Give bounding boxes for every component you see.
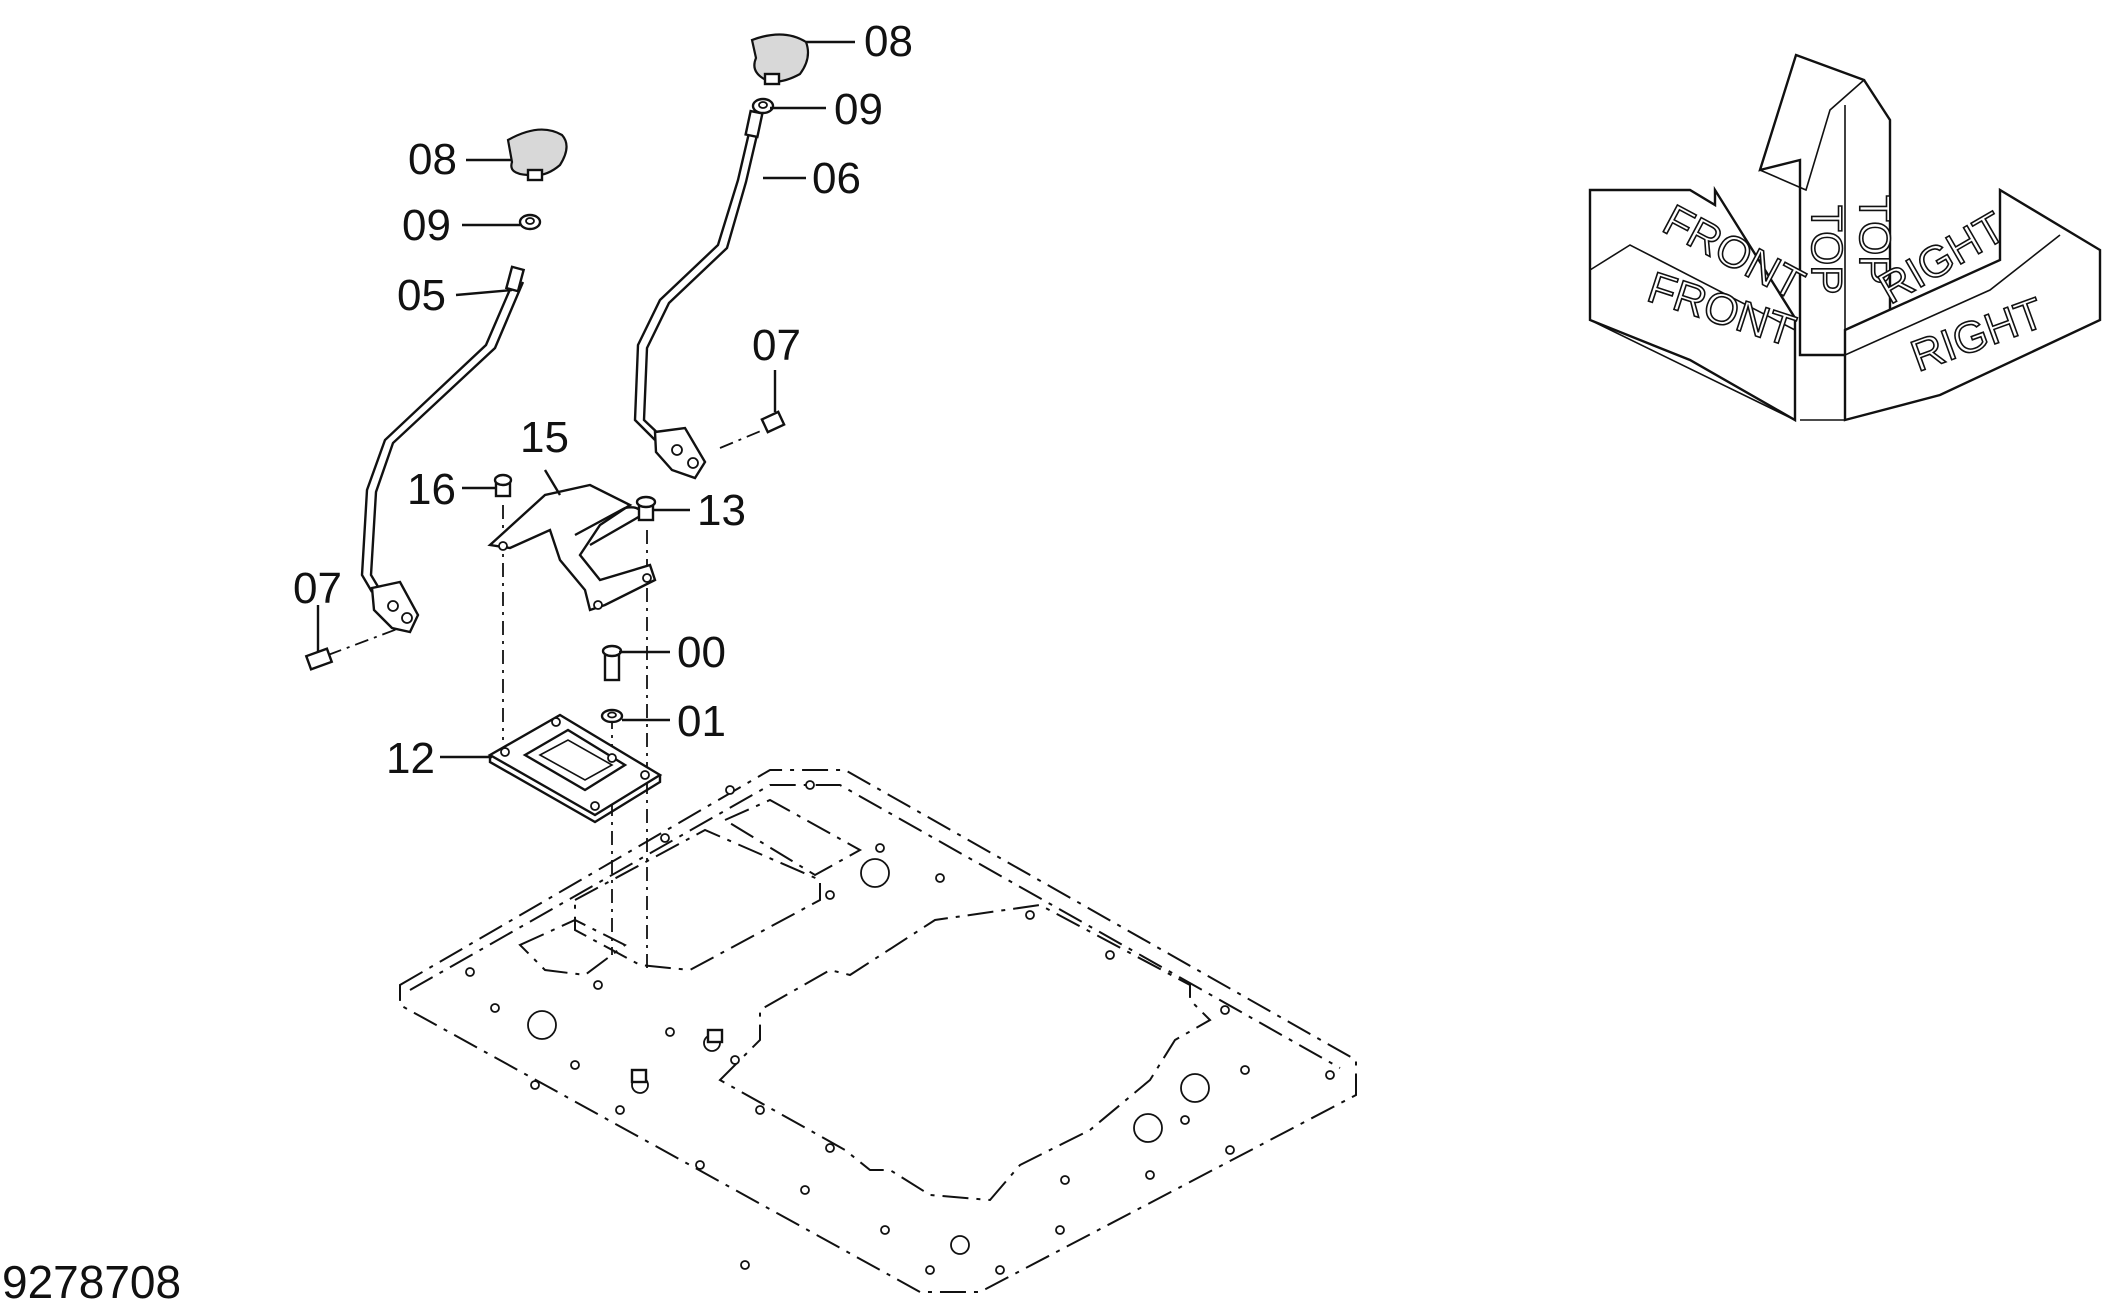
callout-12: 12: [386, 734, 435, 783]
bolt-07-right: [760, 410, 786, 434]
knob-08-left: [506, 128, 568, 182]
callout-01: 01: [677, 697, 726, 746]
mounting-holes: [465, 780, 1335, 1275]
plate-12: [487, 713, 663, 824]
bolt-07-left: [304, 647, 334, 671]
callout-06: 06: [812, 154, 861, 203]
floor-plate: [399, 769, 1357, 1293]
drawing-number: 9278708: [2, 1256, 181, 1308]
callouts: 08 09 05 07 08 09 06 07 15 16 13 00 01 1…: [293, 17, 913, 783]
orientation-top-label-2: TOP: [1850, 195, 1899, 285]
callout-00: 00: [677, 628, 726, 677]
washer-09-left: [518, 213, 542, 231]
callout-09-right: 09: [834, 85, 883, 134]
lever-05: [360, 265, 526, 634]
bolt-00: [601, 644, 623, 682]
washer-01: [600, 708, 624, 724]
leader-lines: [316, 40, 855, 759]
callout-07-left: 07: [293, 564, 342, 613]
knob-08-right: [750, 33, 810, 86]
bolt-13: [635, 495, 657, 522]
callout-15: 15: [520, 413, 569, 462]
callout-16: 16: [407, 465, 456, 514]
callout-05: 05: [397, 271, 446, 320]
lever-06: [633, 109, 764, 480]
callout-09-left: 09: [402, 201, 451, 250]
callout-08-left: 08: [408, 135, 457, 184]
bolt-16: [493, 473, 513, 498]
callout-08-right: 08: [864, 17, 913, 66]
cover-15: [487, 483, 657, 612]
callout-07-right: 07: [752, 321, 801, 370]
washer-09-right: [751, 97, 775, 115]
orientation-top-label-1: TOP: [1802, 205, 1851, 295]
orientation-indicator: TOP TOP FRONT FRONT RIGHT RIGHT: [1588, 53, 2102, 423]
callout-13: 13: [697, 486, 746, 535]
